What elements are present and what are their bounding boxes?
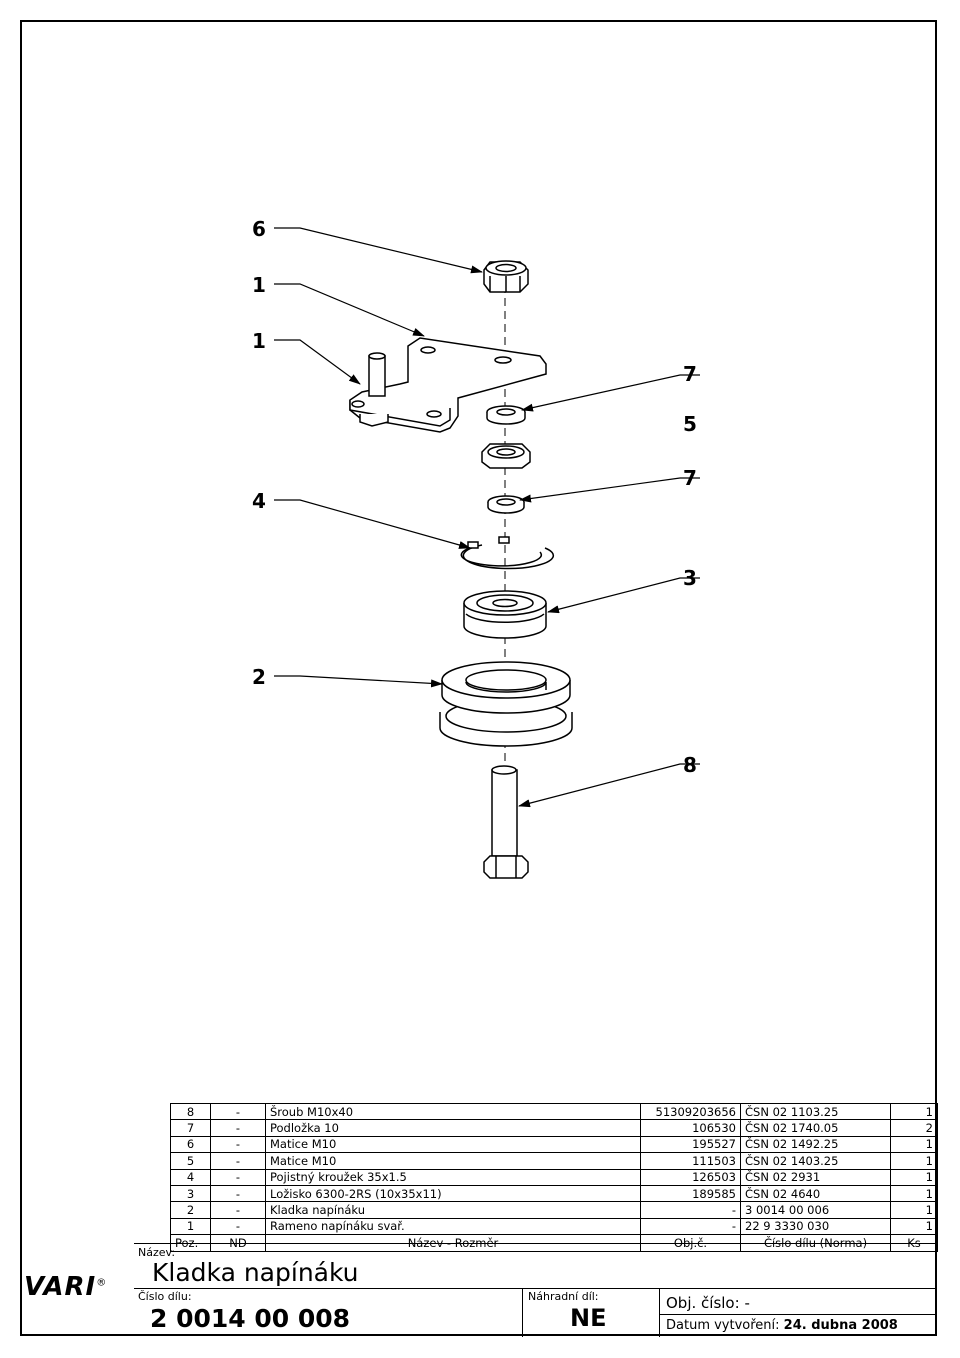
title-block: VARI® Název: Kladka napínáku Číslo dílu:… — [24, 1243, 937, 1337]
bom-cell-ks: 1 — [890, 1152, 938, 1170]
bom-header-poz: Poz. — [170, 1234, 211, 1252]
bom-cell-norm: ČSN 02 4640 — [740, 1184, 891, 1203]
nazev-label: Název: — [138, 1246, 176, 1259]
bom-cell-obj: - — [640, 1201, 741, 1219]
bom-cell-nd: - — [210, 1152, 266, 1170]
bom-cell-nd: - — [210, 1217, 266, 1236]
cislo-value: 2 0014 00 008 — [150, 1304, 351, 1333]
part-pulley-2 — [439, 661, 573, 747]
bom-cell-name: Ložisko 6300-2RS (10x35x11) — [265, 1184, 641, 1203]
bom-cell-name: Kladka napínáku — [265, 1201, 641, 1219]
callout-4: 4 — [252, 489, 266, 513]
bom-header-ks: Ks — [890, 1234, 938, 1252]
bom-cell-norm: 22 9 3330 030 — [740, 1217, 891, 1236]
bom-cell-nd: - — [210, 1201, 266, 1219]
bom-cell-ks: 1 — [890, 1217, 938, 1236]
bom-cell-name: Pojistný kroužek 35x1.5 — [265, 1168, 641, 1186]
part-nut-6 — [483, 260, 529, 293]
callout-8: 8 — [683, 753, 697, 777]
logo-mark: ® — [96, 1277, 108, 1289]
bom-header-obj: Obj.č. — [640, 1234, 741, 1252]
bom-cell-norm: ČSN 02 1740.05 — [740, 1119, 891, 1137]
bom-cell-name: Matice M10 — [265, 1152, 641, 1170]
callout-2: 2 — [252, 665, 266, 689]
bom-cell-nd: - — [210, 1184, 266, 1203]
part-bearing-3 — [463, 590, 547, 639]
callout-6: 6 — [252, 217, 266, 241]
bom-cell-poz: 1 — [170, 1217, 211, 1236]
bom-cell-norm: 3 0014 00 006 — [740, 1201, 891, 1219]
bom-cell-poz: 4 — [170, 1168, 211, 1186]
bom-cell-ks: 1 — [890, 1135, 938, 1154]
logo: VARI® — [24, 1272, 108, 1302]
bom-cell-name: Matice M10 — [265, 1135, 641, 1154]
callout-7b: 7 — [683, 466, 697, 490]
leader-lines — [274, 227, 700, 808]
bom-cell-obj: 106530 — [640, 1119, 741, 1137]
bom-cell-norm: ČSN 02 1103.25 — [740, 1102, 891, 1121]
bom-cell-obj: 195527 — [640, 1135, 741, 1154]
callout-1a: 1 — [252, 273, 266, 297]
callout-1b: 1 — [252, 329, 266, 353]
callout-3: 3 — [683, 566, 697, 590]
bom-cell-poz: 2 — [170, 1201, 211, 1219]
bom-cell-nd: - — [210, 1135, 266, 1154]
bom-header-name: Název - Rozměr — [265, 1234, 641, 1252]
bom-cell-nd: - — [210, 1168, 266, 1186]
part-washer-7b — [487, 495, 525, 514]
bom-cell-name: Šroub M10x40 — [265, 1102, 641, 1121]
bom-cell-ks: 1 — [890, 1201, 938, 1219]
part-washer-7a — [486, 405, 526, 425]
cislo-label: Číslo dílu: — [138, 1290, 192, 1303]
bom-cell-norm: ČSN 02 1403.25 — [740, 1152, 891, 1170]
callout-7a: 7 — [683, 362, 697, 386]
bom-cell-poz: 7 — [170, 1119, 211, 1137]
callout-5: 5 — [683, 412, 697, 436]
bom-cell-name: Rameno napínáku svař. — [265, 1217, 641, 1236]
bom-cell-norm: ČSN 02 1492.25 — [740, 1135, 891, 1154]
bom-cell-nd: - — [210, 1119, 266, 1137]
nahradni-value: NE — [570, 1304, 607, 1332]
bom-cell-name: Podložka 10 — [265, 1119, 641, 1137]
datum: Datum vytvoření: 24. dubna 2008 — [666, 1318, 898, 1333]
bom-cell-ks: 1 — [890, 1184, 938, 1203]
bom-header-norm: Číslo dílu (Norma) — [740, 1234, 891, 1252]
part-circlip-4 — [460, 536, 555, 570]
part-arm-1 — [349, 337, 547, 433]
nazev-value: Kladka napínáku — [152, 1258, 359, 1287]
bom-cell-poz: 5 — [170, 1152, 211, 1170]
bom-cell-poz: 3 — [170, 1184, 211, 1203]
bom-cell-ks: 2 — [890, 1119, 938, 1137]
bom-cell-poz: 6 — [170, 1135, 211, 1154]
bom-cell-obj: - — [640, 1217, 741, 1236]
drawing-frame — [20, 20, 937, 1336]
bom-cell-norm: ČSN 02 2931 — [740, 1168, 891, 1186]
bom-cell-nd: - — [210, 1102, 266, 1121]
obj-cislo: Obj. číslo: - — [666, 1294, 750, 1312]
part-nut-5 — [481, 443, 531, 469]
bom-cell-poz: 8 — [170, 1102, 211, 1121]
bom-cell-obj: 111503 — [640, 1152, 741, 1170]
bom-cell-obj: 126503 — [640, 1168, 741, 1186]
bom-cell-obj: 189585 — [640, 1184, 741, 1203]
part-bolt-8 — [483, 765, 529, 879]
bom-cell-ks: 1 — [890, 1102, 938, 1121]
bom-cell-obj: 51309203656 — [640, 1102, 741, 1121]
bom-cell-ks: 1 — [890, 1168, 938, 1186]
nahradni-label: Náhradní díl: — [528, 1290, 599, 1303]
